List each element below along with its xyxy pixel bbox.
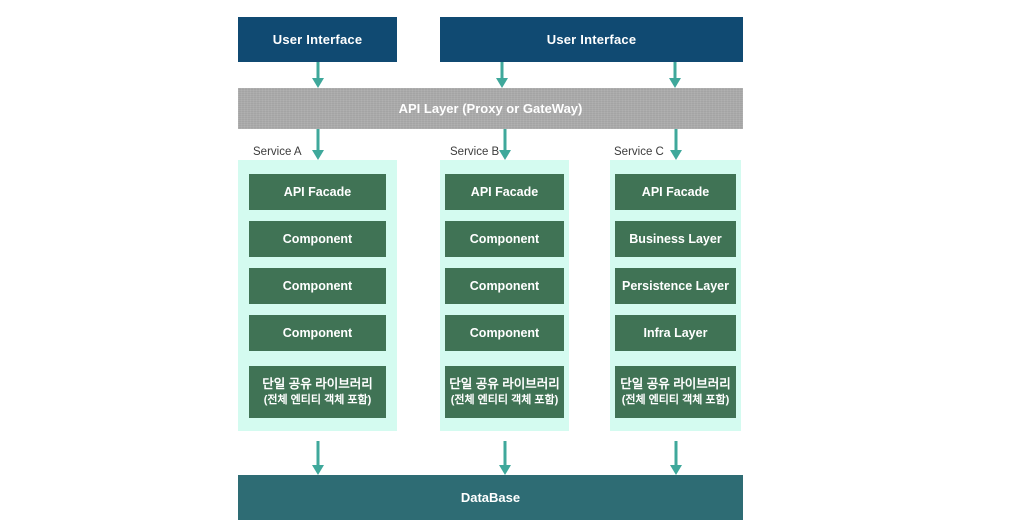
shared-library-line-2: (전체 엔티티 객체 포함) <box>450 394 559 407</box>
api-layer-bar: API Layer (Proxy or GateWay) <box>238 88 743 129</box>
arrow-shaft <box>503 129 507 150</box>
arrow-shaft <box>316 62 320 78</box>
arrow-api-to-service-b <box>498 129 512 160</box>
node-label: Component <box>282 278 353 293</box>
service-a-node-0: API Facade <box>249 174 386 210</box>
user-interface-label-2: User Interface <box>546 32 637 47</box>
service-c-column: API Facade Business Layer Persistence La… <box>610 160 741 431</box>
node-label: Component <box>469 278 540 293</box>
node-label: Infra Layer <box>643 325 708 340</box>
node-label: Component <box>469 325 540 340</box>
service-b-node-1: Component <box>445 221 564 257</box>
service-b-label: Service B <box>450 146 500 158</box>
service-a-column: API Facade Component Component Component… <box>238 160 397 431</box>
node-label: Business Layer <box>629 231 722 246</box>
arrow-head <box>669 78 681 88</box>
service-c-shared-library: 단일 공유 라이브러리 (전체 엔티티 객체 포함) <box>615 366 736 418</box>
arrow-ui1-to-api <box>311 62 325 88</box>
node-label: API Facade <box>283 184 352 199</box>
arrow-shaft <box>316 441 320 465</box>
arrow-head <box>499 150 511 160</box>
arrow-api-to-service-a <box>311 129 325 160</box>
shared-library-line-2: (전체 엔티티 객체 포함) <box>263 394 372 407</box>
service-a-node-3: Component <box>249 315 386 351</box>
arrow-service-b-to-database <box>498 441 512 475</box>
user-interface-box-1: User Interface <box>238 17 397 62</box>
service-b-node-3: Component <box>445 315 564 351</box>
arrow-head <box>312 78 324 88</box>
shared-library-line-1: 단일 공유 라이브러리 <box>449 377 560 392</box>
arrow-ui2-to-api-left <box>495 62 509 88</box>
arrow-shaft <box>674 129 678 150</box>
arrow-ui2-to-api-right <box>668 62 682 88</box>
user-interface-box-2: User Interface <box>440 17 743 62</box>
service-b-shared-library: 단일 공유 라이브러리 (전체 엔티티 객체 포함) <box>445 366 564 418</box>
service-c-node-1: Business Layer <box>615 221 736 257</box>
service-a-shared-library: 단일 공유 라이브러리 (전체 엔티티 객체 포함) <box>249 366 386 418</box>
arrow-head <box>670 150 682 160</box>
shared-library-line-1: 단일 공유 라이브러리 <box>620 377 731 392</box>
node-label: Component <box>469 231 540 246</box>
arrow-service-a-to-database <box>311 441 325 475</box>
service-c-node-2: Persistence Layer <box>615 268 736 304</box>
arrow-shaft <box>500 62 504 78</box>
arrow-head <box>312 465 324 475</box>
database-label: DataBase <box>460 490 521 505</box>
arrow-service-c-to-database <box>669 441 683 475</box>
node-label: Persistence Layer <box>621 278 729 293</box>
arrow-head <box>499 465 511 475</box>
service-b-node-0: API Facade <box>445 174 564 210</box>
node-label: API Facade <box>641 184 710 199</box>
arrow-api-to-service-c <box>669 129 683 160</box>
node-label: Component <box>282 231 353 246</box>
arrow-shaft <box>503 441 507 465</box>
node-label: API Facade <box>470 184 539 199</box>
database-bar: DataBase <box>238 475 743 520</box>
service-c-label: Service C <box>614 146 664 158</box>
service-c-node-3: Infra Layer <box>615 315 736 351</box>
service-b-node-2: Component <box>445 268 564 304</box>
node-label: Component <box>282 325 353 340</box>
arrow-head <box>312 150 324 160</box>
user-interface-label-1: User Interface <box>272 32 363 47</box>
arrow-shaft <box>316 129 320 150</box>
service-c-node-0: API Facade <box>615 174 736 210</box>
api-layer-label: API Layer (Proxy or GateWay) <box>398 101 583 116</box>
arrow-head <box>496 78 508 88</box>
shared-library-line-1: 단일 공유 라이브러리 <box>262 377 373 392</box>
service-b-column: API Facade Component Component Component… <box>440 160 569 431</box>
arrow-shaft <box>673 62 677 78</box>
shared-library-line-2: (전체 엔티티 객체 포함) <box>621 394 730 407</box>
service-a-node-2: Component <box>249 268 386 304</box>
arrow-shaft <box>674 441 678 465</box>
service-a-node-1: Component <box>249 221 386 257</box>
service-a-label: Service A <box>253 146 302 158</box>
arrow-head <box>670 465 682 475</box>
